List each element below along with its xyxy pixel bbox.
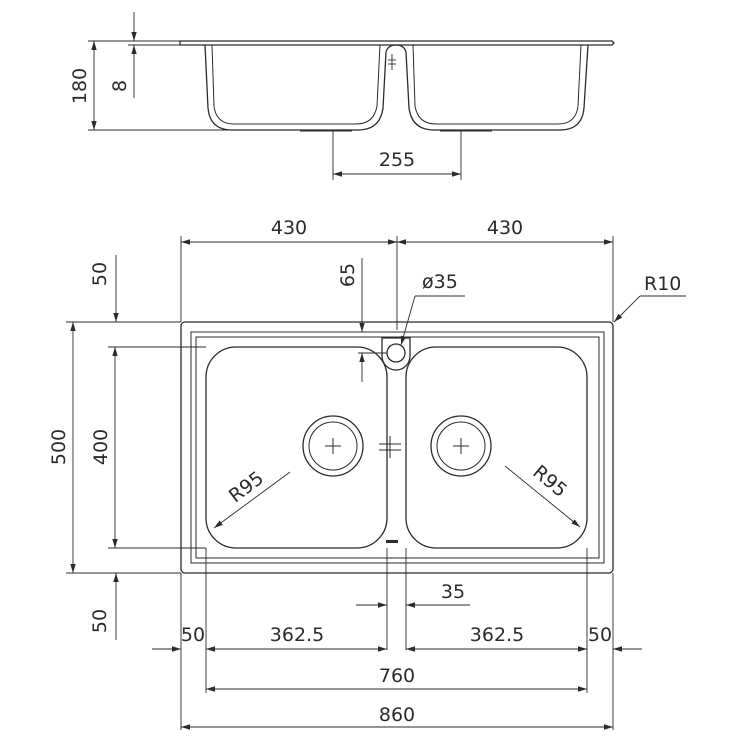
- left-bowl-radius-label: R95: [225, 467, 268, 507]
- overall-width-label: 860: [379, 704, 415, 726]
- top-view: 430 430 50 65 ø35 R10 500 400 50: [48, 217, 686, 730]
- left-bowl-width-label: 362.5: [270, 624, 324, 646]
- overall-depth-label: 500: [48, 429, 70, 465]
- divider-width-label: 35: [441, 581, 465, 603]
- right-half-width-label: 430: [487, 217, 523, 239]
- top-margin-label: 50: [89, 262, 111, 286]
- tap-hole-diameter-label: ø35: [422, 271, 458, 293]
- right-bowl-radius-label: R95: [528, 461, 571, 502]
- left-margin-label: 50: [181, 624, 205, 646]
- bowls-total-width-label: 760: [379, 665, 415, 687]
- right-margin-label: 50: [588, 624, 612, 646]
- overflow-slot: [386, 540, 398, 543]
- left-half-width-label: 430: [271, 217, 307, 239]
- corner-radius-label: R10: [644, 273, 681, 295]
- side-view: 180 8 255: [69, 12, 615, 180]
- right-bowl-width-label: 362.5: [470, 624, 524, 646]
- bottom-margin-label: 50: [89, 609, 111, 633]
- bowl-depth-label: 400: [90, 429, 112, 465]
- rim-thickness-label: 8: [109, 80, 131, 92]
- side-height-label: 180: [69, 68, 91, 104]
- tap-hole-offset-label: 65: [337, 263, 359, 287]
- drain-spacing-label: 255: [379, 149, 415, 171]
